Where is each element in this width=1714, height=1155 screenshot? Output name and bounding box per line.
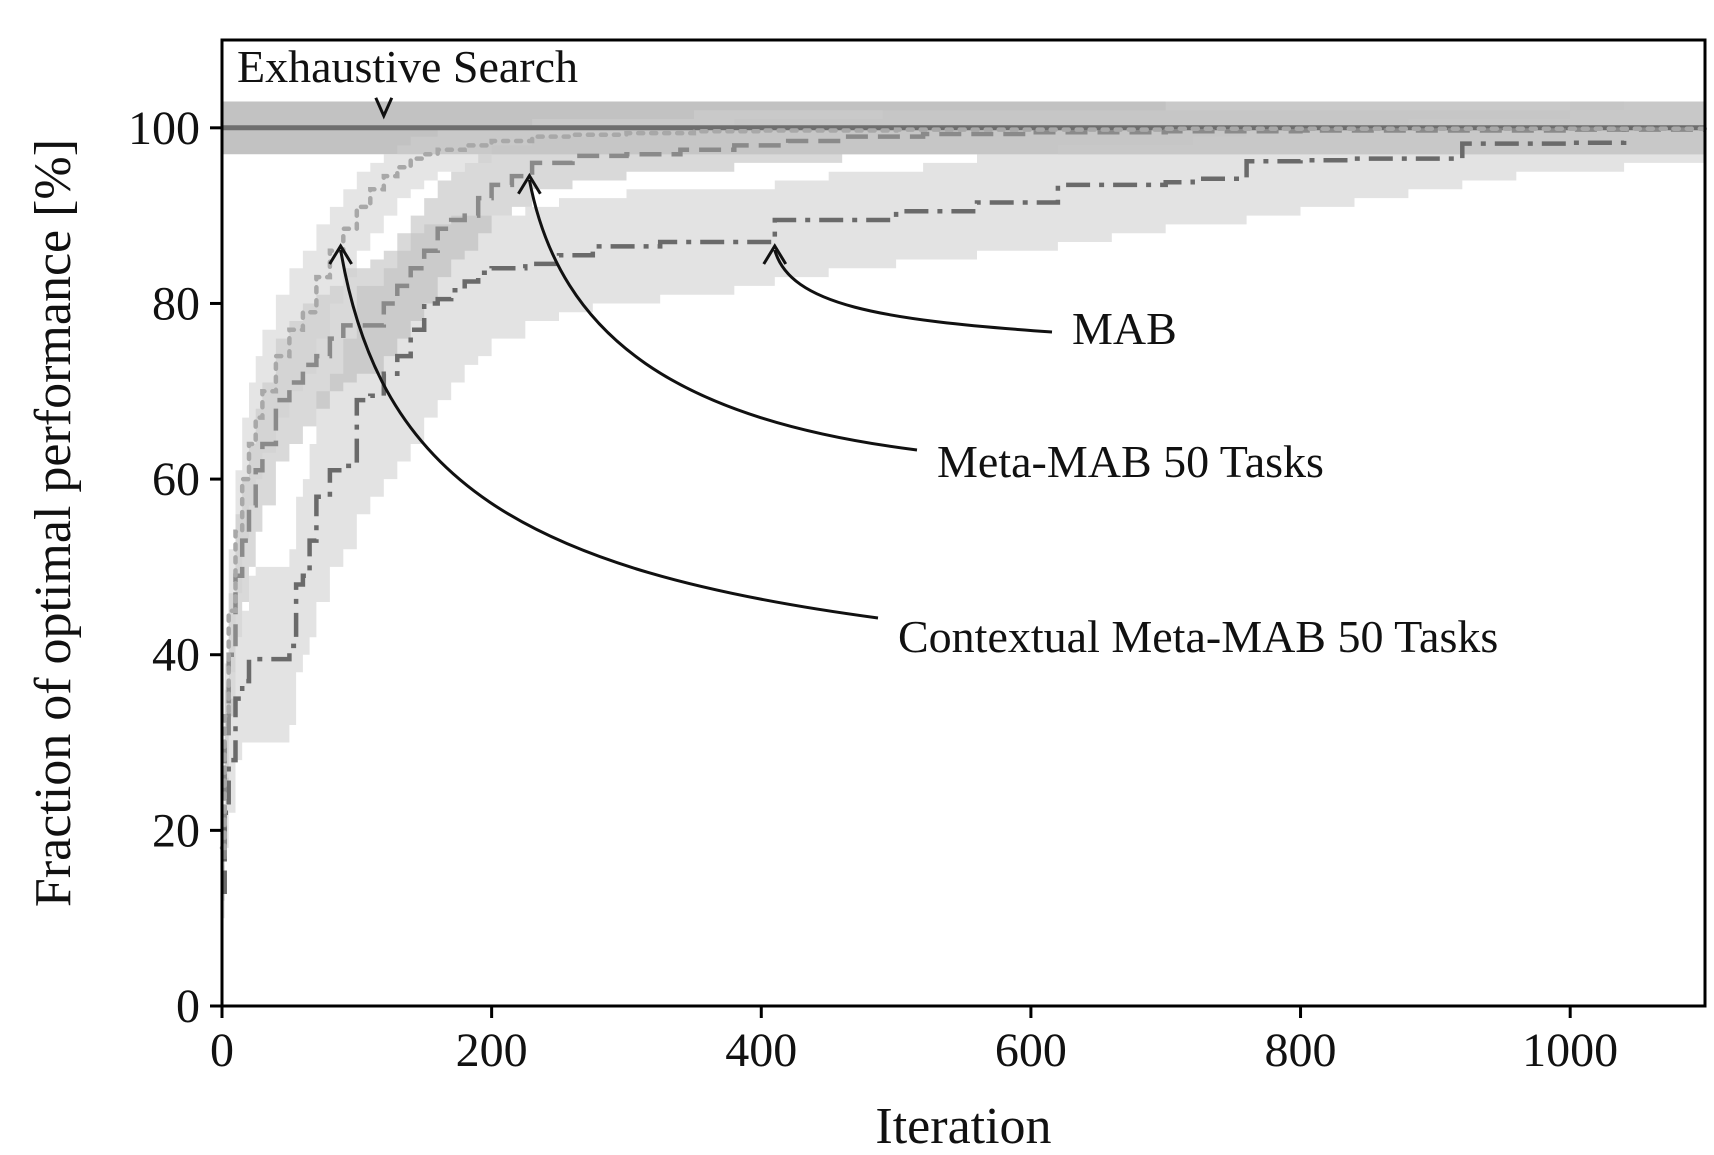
annotation-arrowhead-meta-mab-50-tasks <box>517 172 542 195</box>
annotation-arrow-contextual-meta-mab-50-tasks <box>339 249 879 620</box>
annotation-arrow-meta-mab-50-tasks <box>527 179 918 452</box>
x-tick-label: 1000 <box>1522 1024 1618 1077</box>
line-contextual-meta-mab-50-tasks <box>219 126 1708 851</box>
band-mab <box>222 101 1705 919</box>
annotation-arrow-mab <box>773 249 1053 334</box>
annotation-exhaustive-search: Exhaustive Search <box>237 41 578 92</box>
y-tick-label: 60 <box>152 453 200 506</box>
x-tick-label: 800 <box>1265 1024 1337 1077</box>
y-tick-label: 20 <box>152 804 200 857</box>
annotation-arrowhead-mab <box>762 243 788 265</box>
band-contextual-meta-mab-50-tasks <box>222 101 1705 892</box>
x-tick-label: 400 <box>725 1024 797 1077</box>
x-tick-label: 600 <box>995 1024 1067 1077</box>
y-tick-label: 0 <box>176 980 200 1033</box>
annotation-contextual-meta-mab-50-tasks: Contextual Meta-MAB 50 Tasks <box>898 611 1498 662</box>
annotation-meta-mab-50-tasks: Meta-MAB 50 Tasks <box>937 436 1324 487</box>
x-axis-ticks: 0 200 400 600 800 1000 <box>210 1006 1618 1077</box>
annotation-arrowhead-contextual-meta-mab-50-tasks <box>328 243 353 265</box>
series-lines <box>219 125 1708 895</box>
y-axis-ticks: 0 20 40 60 80 100 <box>128 102 222 1033</box>
annotation-arrow-exhaustive-search <box>374 97 394 120</box>
x-tick-label: 200 <box>456 1024 528 1077</box>
y-tick-label: 100 <box>128 102 200 155</box>
plot-frame <box>220 38 1707 1008</box>
y-axis-title: Fraction of optimal performance [%] <box>25 139 82 907</box>
confidence-bands <box>222 101 1705 919</box>
y-tick-label: 40 <box>152 629 200 682</box>
annotation-mab: MAB <box>1072 303 1177 354</box>
x-axis-title: Iteration <box>875 1098 1051 1155</box>
x-tick-label: 0 <box>210 1024 234 1077</box>
line-meta-mab-50-tasks <box>222 127 1705 859</box>
line-mab <box>222 125 1705 895</box>
y-tick-label: 80 <box>152 277 200 330</box>
